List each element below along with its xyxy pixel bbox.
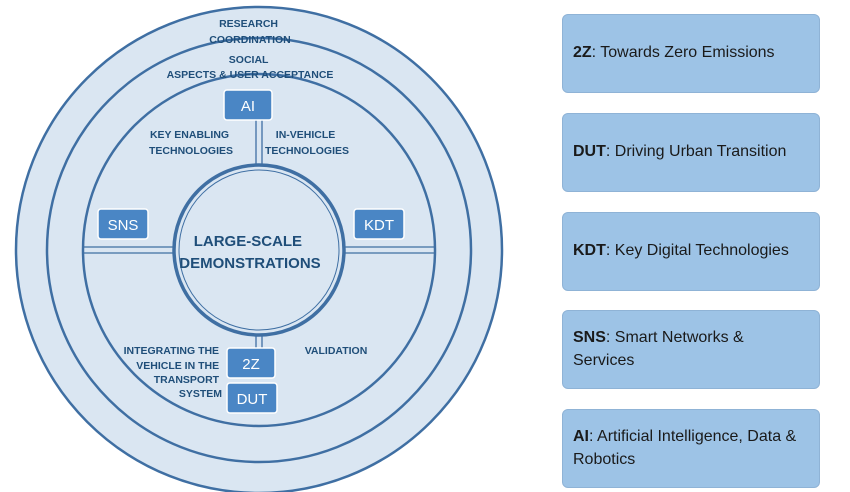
large-scale-demonstrations-label: LARGE-SCALE DEMONSTRATIONS [179, 233, 320, 272]
svg-text:DUT: DUT [237, 391, 268, 408]
svg-text:AI: AI [241, 98, 255, 115]
quadrant-dividers [84, 116, 434, 348]
chip-ai: AI [223, 89, 273, 121]
center-circle [172, 163, 346, 337]
chip-sns: SNS [97, 208, 149, 240]
social-aspects-label: SOCIAL ASPECTS & USER ACCEPTANCE [167, 54, 334, 81]
legend-item-text: AI: Artificial Intelligence, Data & Robo… [573, 428, 797, 468]
legend-item-sns: SNS: Smart Networks & Services [562, 310, 820, 389]
center-circle-inner-line [178, 169, 340, 331]
svg-text:SNS: SNS [108, 217, 139, 234]
legend-item-text: SNS: Smart Networks & Services [573, 329, 744, 369]
in-vehicle-technologies-label: IN-VEHICLE TECHNOLOGIES [265, 129, 349, 157]
legend-item-2z: 2Z: Towards Zero Emissions [562, 14, 820, 93]
legend-item-ai: AI: Artificial Intelligence, Data & Robo… [562, 409, 820, 488]
research-coordination-label: RESEARCH COORDINATION [209, 18, 290, 46]
svg-text:KDT: KDT [364, 217, 394, 234]
legend-item-text: 2Z: Towards Zero Emissions [573, 44, 775, 62]
chip-kdt: KDT [353, 208, 405, 240]
validation-label: VALIDATION [305, 345, 368, 357]
svg-text:2Z: 2Z [242, 356, 260, 373]
legend-item-text: KDT: Key Digital Technologies [573, 242, 789, 260]
legend-item-text: DUT: Driving Urban Transition [573, 143, 787, 161]
integrating-vehicle-label: INTEGRATING THE VEHICLE IN THE TRANSPORT… [124, 345, 223, 400]
chip-2z: 2Z [226, 347, 276, 379]
legend-item-kdt: KDT: Key Digital Technologies [562, 212, 820, 291]
legend-item-dut: DUT: Driving Urban Transition [562, 113, 820, 192]
key-enabling-technologies-label: KEY ENABLING TECHNOLOGIES [149, 129, 233, 157]
chip-dut: DUT [226, 382, 278, 414]
programme-structure-diagram: RESEARCH COORDINATION SOCIAL ASPECTS & U… [14, 5, 504, 492]
